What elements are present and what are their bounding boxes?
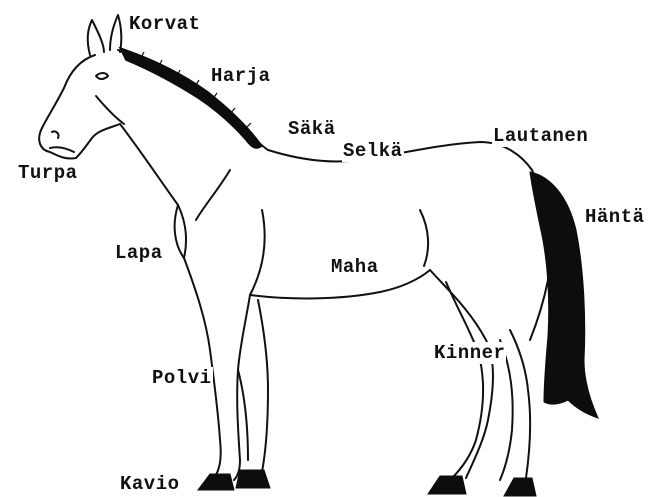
chest-line <box>175 205 184 258</box>
nostril <box>52 131 59 138</box>
hooves <box>198 470 536 496</box>
label-turpa: Turpa <box>17 162 79 184</box>
eye <box>96 73 108 79</box>
label-korvat: Korvat <box>128 13 201 35</box>
flank-line <box>420 210 428 266</box>
label-polvi: Polvi <box>151 367 213 389</box>
label-hanta: Häntä <box>584 206 646 228</box>
hoof-hind-far <box>504 478 536 496</box>
ear-left <box>88 20 104 55</box>
hind-leg-near-front <box>446 282 483 478</box>
mouth-line <box>50 147 74 152</box>
label-kinner: Kinner <box>433 342 506 364</box>
mane <box>120 48 262 148</box>
label-maha: Maha <box>330 256 380 278</box>
head-outline <box>39 55 120 159</box>
label-lautanen: Lautanen <box>492 125 589 147</box>
label-harja: Harja <box>210 65 272 87</box>
label-saka: Säkä <box>287 118 337 140</box>
hind-leg-near <box>430 270 493 478</box>
label-lapa: Lapa <box>114 242 164 264</box>
label-kavio: Kavio <box>119 473 181 495</box>
hoof-front-near <box>198 474 234 490</box>
cheek-line <box>96 96 124 124</box>
ear-right <box>110 15 121 52</box>
hoof-front-far <box>236 470 270 488</box>
girth-line <box>250 210 265 295</box>
shoulder-line <box>196 170 230 220</box>
hoof-hind-near <box>428 476 466 494</box>
front-leg-far <box>258 300 268 472</box>
label-selka: Selkä <box>342 140 404 162</box>
